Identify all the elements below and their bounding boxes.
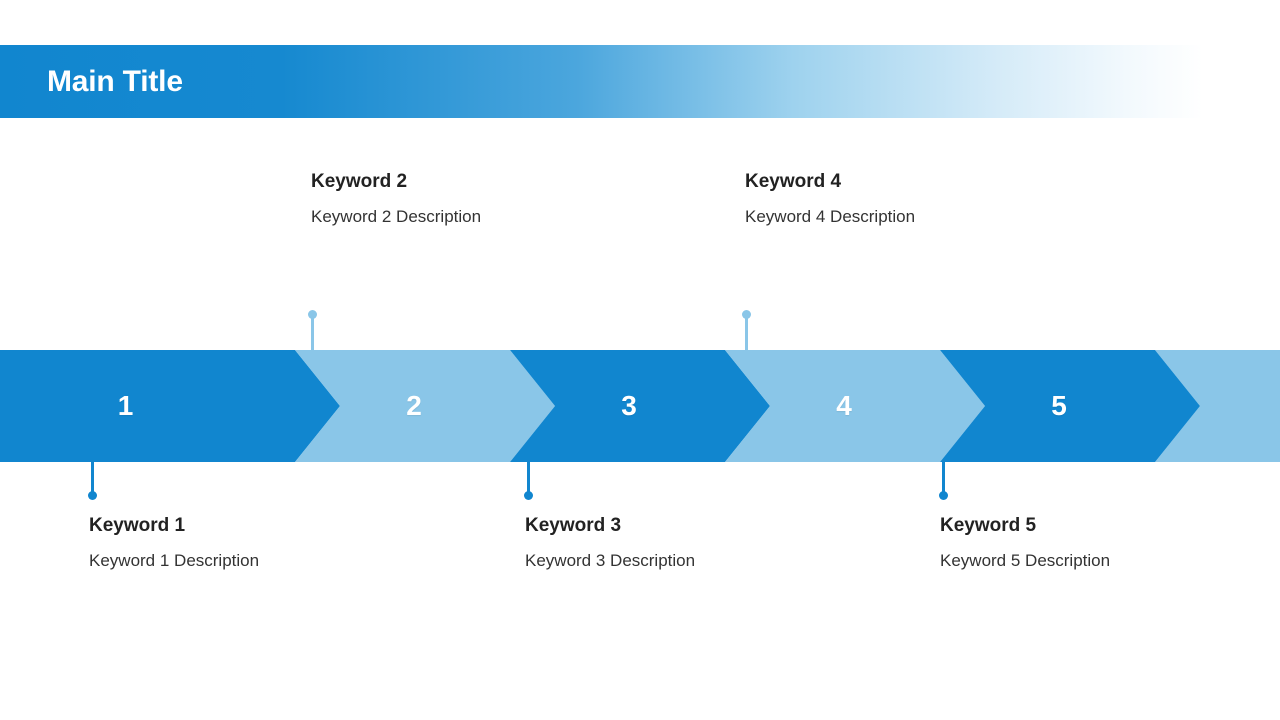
header-banner: Main Title <box>0 45 1280 118</box>
keyword-description-4: Keyword 4 Description <box>745 207 916 226</box>
keyword-title-3: Keyword 3 <box>525 515 622 536</box>
connector-dot <box>524 491 533 500</box>
connector-line <box>527 462 530 496</box>
process-step-1[interactable]: 1 <box>0 350 340 462</box>
keyword-block-4: Keyword 4 Keyword 4 Description <box>745 172 915 225</box>
step-number-2: 2 <box>406 390 422 421</box>
keyword-block-5: Keyword 5 Keyword 5 Description <box>940 516 1110 569</box>
step-number-1: 1 <box>117 390 134 421</box>
keyword-description-1: Keyword 1 Description <box>89 551 260 570</box>
keyword-title-2: Keyword 2 <box>311 171 408 192</box>
connector-dot <box>742 310 751 319</box>
keyword-description-3: Keyword 3 Description <box>525 551 696 570</box>
connector-dot <box>88 491 97 500</box>
step-number-4: 4 <box>836 390 852 421</box>
connector-line <box>311 314 314 350</box>
connector-dot <box>308 310 317 319</box>
connector-dot <box>939 491 948 500</box>
connector-line <box>91 462 94 496</box>
keyword-block-1: Keyword 1 Keyword 1 Description <box>89 516 259 569</box>
keyword-description-5: Keyword 5 Description <box>940 551 1111 570</box>
connector-line <box>745 314 748 350</box>
connector-line <box>942 462 945 496</box>
process-chevron-band: 1 2 3 4 5 <box>0 350 1280 462</box>
keyword-title-4: Keyword 4 <box>745 171 842 192</box>
keyword-title-5: Keyword 5 <box>940 515 1037 536</box>
page-title: Main Title <box>47 64 183 98</box>
step-number-3: 3 <box>621 390 637 421</box>
keyword-block-2: Keyword 2 Keyword 2 Description <box>311 172 481 225</box>
keyword-title-1: Keyword 1 <box>89 515 186 536</box>
keyword-block-3: Keyword 3 Keyword 3 Description <box>525 516 695 569</box>
keyword-description-2: Keyword 2 Description <box>311 207 482 226</box>
step-number-5: 5 <box>1051 390 1067 421</box>
